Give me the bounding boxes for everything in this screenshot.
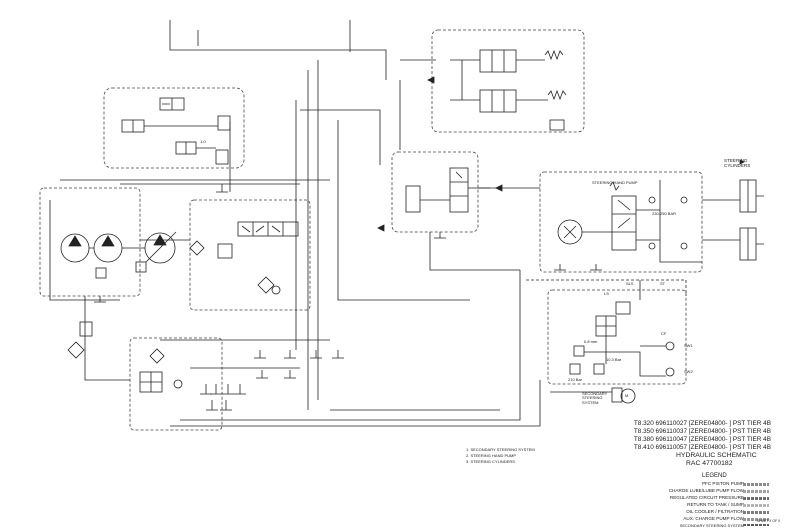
motor-m-label: M (625, 393, 629, 398)
check-valve-1 (271, 285, 281, 295)
note-item: 2. STEERING HAND PUMP (466, 453, 517, 458)
lower-left-valve (79, 321, 93, 337)
top-valve-spool-2 (479, 89, 517, 113)
tank-symbols (94, 184, 602, 411)
orifice-08-label: 0.8 mm (584, 339, 598, 344)
lower-left-filter (67, 341, 85, 359)
legend-swatch (743, 490, 769, 493)
lower-filter (149, 348, 165, 364)
legend-item-label: CHARGE LUBE/LUBE PUMP FLOW (668, 488, 744, 493)
filter (257, 276, 275, 294)
steering-hand-pump-label: STEERING HAND PUMP (592, 180, 638, 185)
pressure-block (95, 267, 107, 279)
note-item: 1. SECONDARY STEERING SYSTEM (466, 447, 535, 452)
relief-valve-b (215, 149, 229, 165)
hand-pump-valve (611, 195, 637, 251)
orifice-block (573, 345, 585, 357)
top-valve-spool-1 (479, 49, 517, 73)
pump-drive (135, 261, 147, 273)
schematic-part-number: RAC 47700182 (686, 460, 733, 467)
legend-swatch (743, 518, 769, 521)
sls-label: SLS (626, 281, 634, 286)
schematic-title: HYDRAULIC SCHEMATIC (676, 452, 757, 459)
sheet-number: SHEET X OF X (757, 519, 781, 523)
priority-valve-pilot (405, 185, 421, 213)
bar-103-label: 10.3 Bar (606, 357, 622, 362)
priority-valve-box (391, 151, 479, 233)
ls-label: LS (604, 291, 609, 296)
cooler (189, 240, 205, 256)
pump-group-box (39, 187, 141, 297)
horizontal-bus-3 (300, 109, 381, 165)
legend-title: LEGEND (702, 473, 727, 479)
valve-blocks (67, 49, 764, 404)
hand-pump-spring (609, 181, 620, 191)
legend-item-label: OIL COOLER / FILTRATION (686, 509, 744, 514)
left-return-line (49, 200, 120, 301)
priority-valve-body (449, 167, 469, 213)
legend-item-label: RETURN TO TANK / SUMP (687, 502, 744, 507)
cf-label: CF (661, 331, 667, 336)
top-valve-cap (549, 119, 565, 131)
lower-check (173, 379, 183, 389)
pump-group (60, 231, 177, 279)
bottom-return-1 (170, 380, 541, 427)
legend-item-label: SECONDARY STEERING SYSTEM (679, 523, 744, 528)
steering-hand-pump-box (539, 171, 703, 273)
ls-valve (615, 301, 631, 315)
relief-103 (593, 363, 605, 375)
priority-out (429, 232, 520, 271)
legend-swatch (743, 504, 769, 507)
secondary-pump (611, 387, 623, 403)
check-valve-4 (680, 196, 688, 204)
legend-swatch (743, 524, 769, 526)
model-line: T8.350 696110037 [ZERE04800- ] PST TIER … (633, 428, 771, 435)
check-valve-3 (648, 242, 656, 250)
model-line: T8.410 696110057 [ZERE04800- ] PST TIER … (633, 444, 771, 451)
center-vertical (337, 120, 470, 301)
note-item: 3. STEERING CYLINDERS (466, 459, 515, 464)
component-boxes (39, 29, 703, 431)
pressure-range-label: 230-250 BAR (652, 211, 677, 216)
flow-arrows (377, 76, 745, 232)
legend-item-label: AUX. CHARGE PUMP FLOW (683, 516, 744, 521)
control-valve-box (103, 87, 245, 169)
model-line: T8.380 696110047 [ZERE04800- ] PST TIER … (633, 436, 771, 443)
sw2-label: SW2 (684, 369, 693, 374)
relief-valve-a (217, 115, 231, 131)
top-feed-line (169, 20, 387, 80)
check-valve-2 (648, 196, 656, 204)
steering-cylinders-label: STEERING CYLINDERS (724, 158, 751, 169)
check-valve-5 (680, 242, 688, 250)
secondary-pump-motor (620, 388, 636, 404)
model-line: T8.320 696110027 [ZERE04800- ] PST TIER … (633, 420, 771, 427)
right-cylinder-feed (702, 199, 740, 241)
ls-line (526, 279, 687, 296)
orifice-10-label: 1.0 (200, 139, 206, 144)
hydraulic-lines (49, 20, 740, 427)
pressure-switch-sw2 (665, 367, 675, 377)
steering-return (180, 270, 521, 421)
st-label: ST (660, 281, 666, 286)
legend-swatch (743, 511, 769, 514)
sw1-label: SW1 (684, 343, 693, 348)
relief-210 (569, 363, 581, 375)
top-right-valve-box (431, 29, 585, 133)
left-down-line (84, 296, 130, 381)
legend-swatch (743, 483, 769, 486)
legend-swatch (743, 497, 769, 500)
filter-valve-box (189, 199, 311, 311)
secondary-steering-label: SECONDARY STEERING SYSTEM (582, 391, 608, 405)
pressure-reducing-valve (217, 243, 233, 259)
top-spring-1 (544, 49, 564, 61)
secondary-steering-box (547, 289, 687, 385)
legend-item-label: PFC PISTON PUMP (701, 481, 744, 486)
legend-item-label: REGULATED CIRCUIT PRESSURE (669, 495, 744, 500)
top-spring-2 (547, 89, 567, 101)
pressure-switch-sw1 (665, 341, 675, 351)
bar-210-label: 210 Bar (568, 377, 583, 382)
lower-manifold-box (129, 337, 223, 431)
